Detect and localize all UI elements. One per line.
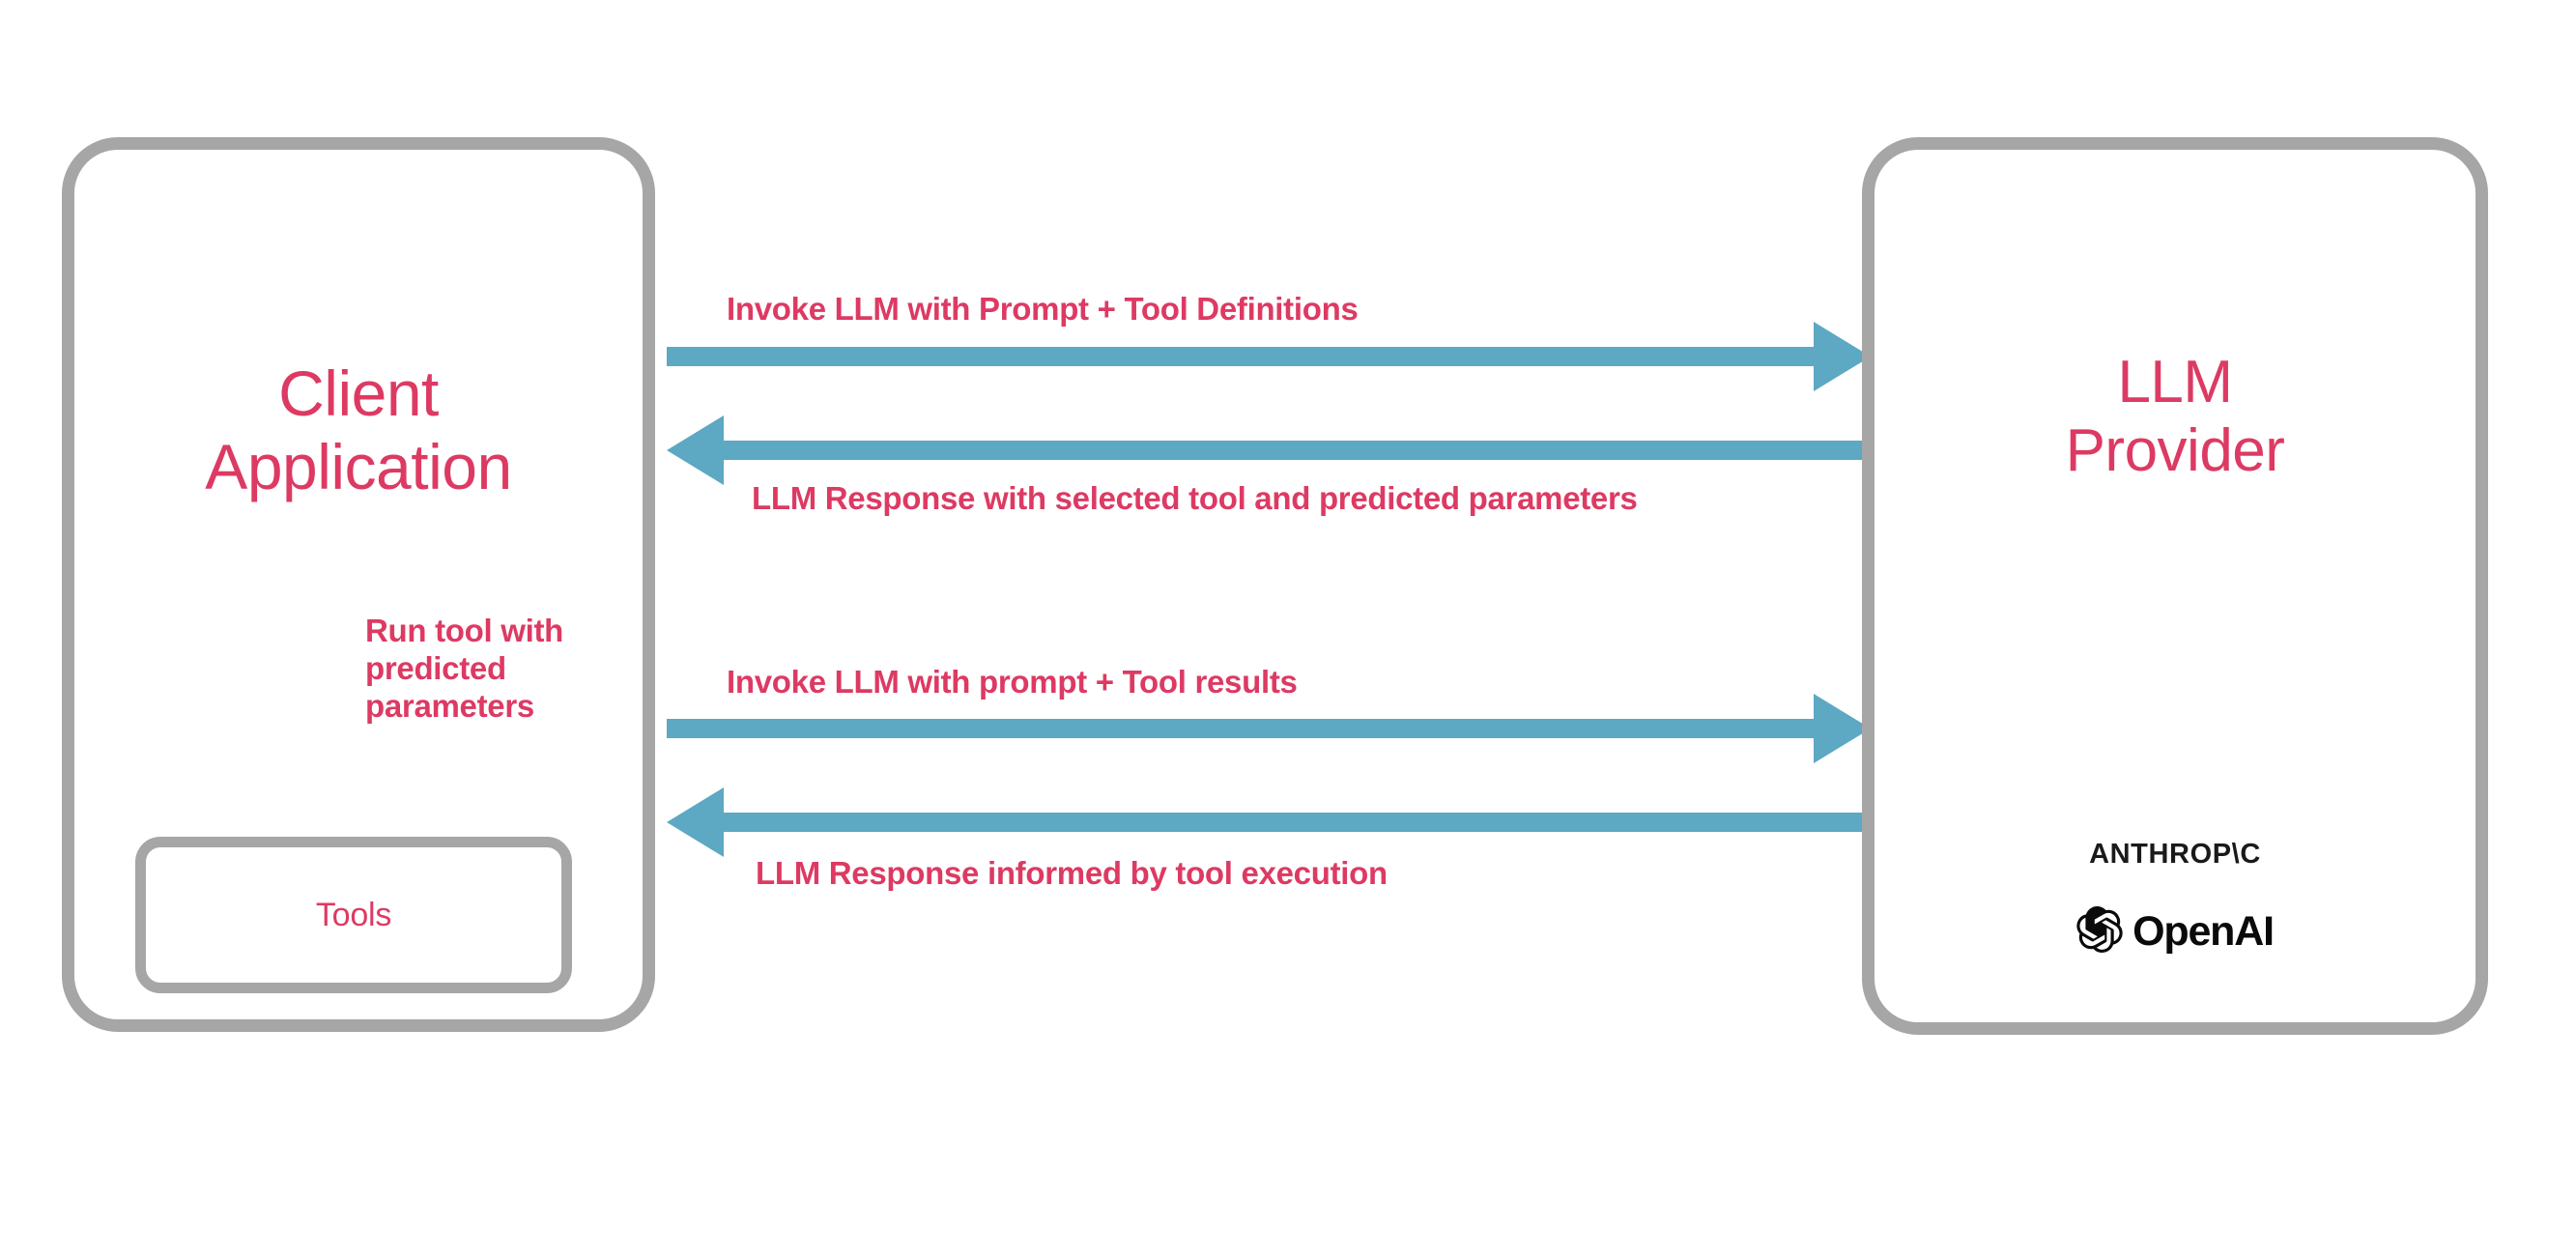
arrow-label-invoke-llm-results: Invoke LLM with prompt + Tool results (727, 664, 1298, 700)
anthropic-wordmark: ANTHROP\C (2089, 839, 2261, 870)
arrow-label-llm-response-informed: LLM Response informed by tool execution (756, 855, 1388, 891)
arrow-label-invoke-llm-tools: Invoke LLM with Prompt + Tool Definition… (727, 291, 1359, 327)
client-application-title: Client Application (205, 357, 512, 502)
arrow-llm-response-informed (667, 787, 1871, 857)
openai-knot-icon (2076, 906, 2123, 958)
arrow-invoke-llm-results (667, 694, 1871, 763)
openai-logo-row: OpenAI (1862, 906, 2488, 958)
tools-box[interactable]: Tools (135, 837, 572, 993)
tools-label: Tools (315, 896, 392, 933)
llm-provider-title: LLM Provider (2065, 349, 2285, 485)
arrow-label-llm-response-tool-selection: LLM Response with selected tool and pred… (752, 480, 1638, 516)
arrow-invoke-llm-tools (667, 322, 1871, 391)
arrow-llm-response-tool-selection (667, 415, 1871, 485)
llm-provider-box (1862, 137, 2488, 1035)
arrow-label-run-tool: Run tool with predicted parameters (365, 613, 564, 724)
openai-wordmark: OpenAI (2132, 908, 2275, 955)
